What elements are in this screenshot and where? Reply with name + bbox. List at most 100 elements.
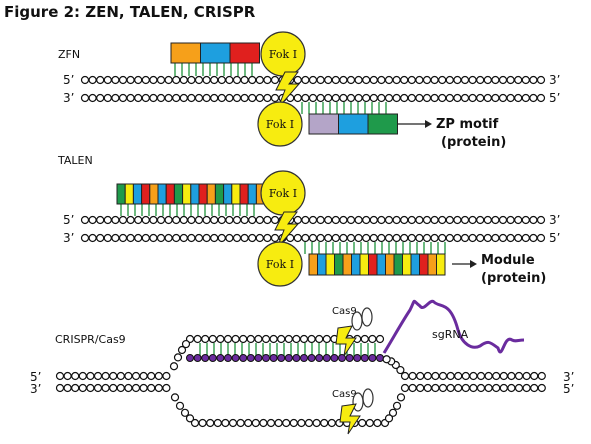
- dna-bead: [354, 75, 363, 85]
- dna-bead: [55, 371, 65, 381]
- dna-bead: [187, 93, 196, 103]
- dna-bead: [362, 233, 371, 243]
- dna-bead: [396, 365, 405, 375]
- dna-bead: [365, 418, 374, 428]
- tale-module-block: [116, 183, 126, 205]
- dna-bead: [312, 418, 321, 428]
- dna-bead: [483, 93, 492, 103]
- dna-bead: [201, 334, 210, 344]
- dna-bead: [225, 93, 234, 103]
- dna-bead: [164, 215, 173, 225]
- dna-bead: [126, 233, 135, 243]
- dna-bead: [506, 233, 515, 243]
- sgrna-bead: [208, 354, 217, 362]
- zfn-binding-rungs-top: [174, 63, 253, 76]
- tale-module-block: [359, 253, 369, 276]
- dna-bead: [116, 383, 125, 393]
- dna-bead: [423, 383, 432, 393]
- dna-bead: [469, 371, 478, 381]
- dna-bead: [392, 215, 401, 225]
- dna-bead: [101, 383, 110, 393]
- tale-module-block: [231, 183, 241, 205]
- dna-bead: [194, 93, 204, 103]
- dna-bead: [270, 233, 280, 243]
- dna-bead: [377, 233, 386, 243]
- dna-bead: [240, 233, 249, 243]
- dna-bead: [362, 93, 371, 103]
- dna-bead: [96, 75, 105, 85]
- dna-bead: [438, 371, 448, 381]
- dna-bead: [320, 418, 329, 428]
- tale-module-block: [385, 253, 395, 276]
- tale-module-block: [132, 183, 143, 205]
- dna-bead: [231, 334, 240, 344]
- dna-bead: [339, 93, 348, 103]
- dna-bead: [454, 371, 463, 381]
- dna-bead: [369, 233, 378, 243]
- dna-bead: [354, 233, 363, 243]
- dna-bead: [454, 383, 463, 393]
- dna-bead: [232, 233, 242, 243]
- talen-panel: TALEN 5’ 3’ 3’ 5’ Fok I Fok I Module (pr…: [57, 154, 560, 287]
- dna-bead: [251, 418, 260, 428]
- dna-bead: [536, 75, 546, 85]
- dna-bead: [461, 383, 470, 393]
- crispr-label: CRISPR/Cas9: [55, 333, 126, 346]
- dna-bead: [248, 215, 257, 225]
- sgrna-bead: [292, 354, 301, 362]
- dna-bead: [388, 408, 398, 417]
- dna-bead: [446, 371, 455, 381]
- dna-bead: [324, 233, 333, 243]
- dna-bead: [415, 233, 424, 243]
- dna-bead: [248, 93, 257, 103]
- dna-bead: [521, 215, 530, 225]
- dna-bead: [223, 334, 233, 344]
- zinc-finger-block: [308, 113, 339, 135]
- dna-bead: [346, 93, 356, 103]
- dna-bead: [492, 383, 501, 393]
- dna-bead: [172, 233, 181, 243]
- dna-bead: [438, 93, 447, 103]
- tale-module-block: [419, 253, 429, 276]
- dna-bead: [498, 75, 508, 85]
- tale-module-block: [124, 183, 134, 205]
- dna-bead: [240, 93, 249, 103]
- dna-bead: [460, 233, 470, 243]
- dna-bead: [514, 215, 523, 225]
- talen-binding-rungs-bottom: [304, 242, 446, 254]
- dna-bead: [78, 383, 87, 393]
- dna-bead: [507, 383, 516, 393]
- dna-bead: [307, 334, 316, 344]
- crispr-sgrna-label: sgRNA: [432, 328, 469, 341]
- dna-bead: [392, 233, 401, 243]
- dna-bead: [430, 215, 439, 225]
- dna-bead: [293, 233, 302, 243]
- zinc-finger-block: [229, 42, 260, 64]
- dna-bead: [246, 334, 255, 344]
- dna-bead: [164, 75, 173, 85]
- dna-bead: [521, 75, 530, 85]
- tale-module-block: [368, 253, 378, 276]
- dna-bead: [134, 215, 143, 225]
- dna-bead: [216, 334, 225, 344]
- dna-bead: [514, 383, 524, 393]
- dna-bead: [126, 93, 135, 103]
- dna-bead: [299, 334, 309, 344]
- dna-bead: [484, 371, 493, 381]
- dna-bead: [172, 215, 181, 225]
- dna-bead: [382, 355, 391, 364]
- dna-bead: [468, 233, 477, 243]
- dna-bead: [362, 75, 371, 85]
- tale-module-block: [427, 253, 437, 276]
- zinc-finger-block: [170, 42, 201, 64]
- dna-bead: [324, 215, 333, 225]
- dna-bead: [297, 418, 306, 428]
- talen-5-prime-right: 5’: [549, 231, 560, 245]
- zinc-finger-block: [200, 42, 231, 64]
- dna-bead: [266, 418, 276, 428]
- dna-bead: [210, 75, 219, 85]
- dna-bead: [293, 93, 302, 103]
- dna-bead: [422, 93, 432, 103]
- dna-bead: [111, 233, 120, 243]
- dna-bead: [232, 215, 242, 225]
